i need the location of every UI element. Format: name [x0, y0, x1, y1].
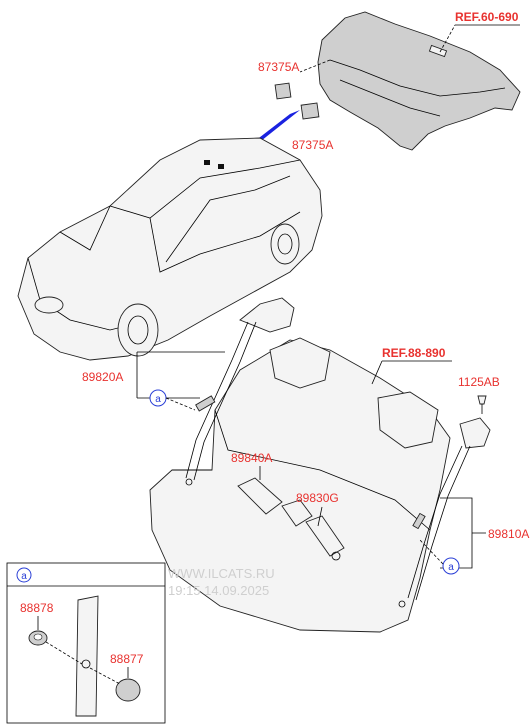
rear-seat — [149, 337, 451, 633]
callout-a-right: a — [442, 557, 460, 575]
svg-text:a: a — [155, 394, 161, 405]
belt-right-label: 89810A — [488, 527, 529, 541]
inset-header-callout: a — [16, 567, 32, 583]
pad-upper-label: 87375A — [258, 60, 299, 74]
svg-text:a: a — [448, 562, 454, 573]
ref-seat-label: REF.88-890 — [382, 346, 446, 360]
buckle-right-label: 89830G — [296, 491, 339, 505]
right-seat-belt — [398, 417, 491, 608]
inset-part-1-label: 88878 — [20, 601, 54, 615]
left-seat-belt — [185, 297, 295, 486]
watermark-line2: 19:15 14.09.2025 — [168, 583, 269, 598]
rear-package-tray — [299, 11, 521, 151]
pad-lower-label: 87375A — [292, 138, 333, 152]
watermark-line1: WWW.ILCATS.RU — [168, 566, 275, 581]
inset-part-2-label: 88877 — [110, 652, 144, 666]
pad-upper — [274, 82, 292, 100]
buckle-center-label: 89840A — [231, 451, 272, 465]
callout-a-left: a — [149, 389, 167, 407]
grommet-88878 — [28, 630, 48, 646]
svg-text:a: a — [21, 571, 27, 582]
pad-lower — [300, 102, 320, 120]
belt-left-label: 89820A — [82, 370, 123, 384]
detail-inset: a — [6, 562, 166, 724]
cap-88877 — [115, 678, 141, 702]
car-illustration — [17, 137, 323, 361]
center-buckle — [237, 477, 345, 561]
bolt-label: 1125AB — [458, 375, 500, 389]
ref-trim-label: REF.60-690 — [455, 10, 519, 24]
